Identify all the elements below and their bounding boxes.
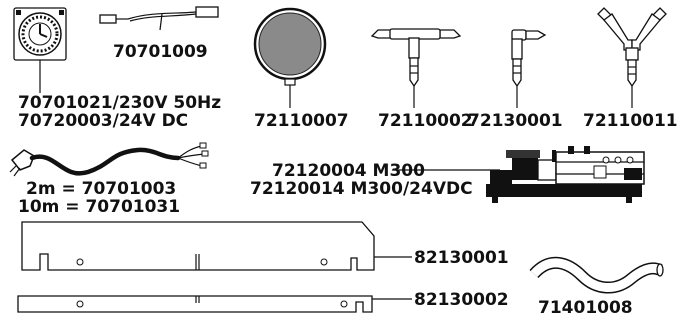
long-bar-drawing xyxy=(21,221,375,271)
hose-drawing xyxy=(529,257,664,294)
tee-connector-drawing xyxy=(370,28,462,88)
sensor-cable-code: 70701009 xyxy=(113,42,208,62)
diffuser-membrane xyxy=(258,12,322,76)
tee-connector-code: 72110002 xyxy=(378,111,473,131)
diffuser-disc-code: 72110007 xyxy=(254,111,349,131)
timer-code-24v: 70720003/24V DC xyxy=(18,111,188,131)
timer-code-230v: 70701021/230V 50Hz xyxy=(18,93,221,113)
power-cable-10m: 10m = 70701031 xyxy=(18,197,180,217)
power-cable-drawing xyxy=(9,142,209,177)
timer-drawing xyxy=(13,7,67,61)
diffuser-disc-drawing xyxy=(253,7,327,93)
elbow-connector-drawing xyxy=(511,29,547,88)
long-bar-code: 82130001 xyxy=(414,248,509,268)
short-bar-drawing xyxy=(17,295,373,313)
pump-drawing xyxy=(486,146,645,203)
sensor-cable-drawing xyxy=(99,6,219,31)
elbow-connector-code: 72130001 xyxy=(468,111,563,131)
hose-code: 71401008 xyxy=(538,298,633,318)
pump-code-m300-24v: 72120014 M300/24VDC xyxy=(250,179,473,199)
power-cable-2m: 2m = 70701003 xyxy=(26,179,176,199)
y-connector-code: 72110011 xyxy=(583,111,678,131)
short-bar-code: 82130002 xyxy=(414,290,509,310)
y-connector-drawing xyxy=(597,7,667,88)
pump-code-m300: 72120004 M300 xyxy=(272,161,425,181)
